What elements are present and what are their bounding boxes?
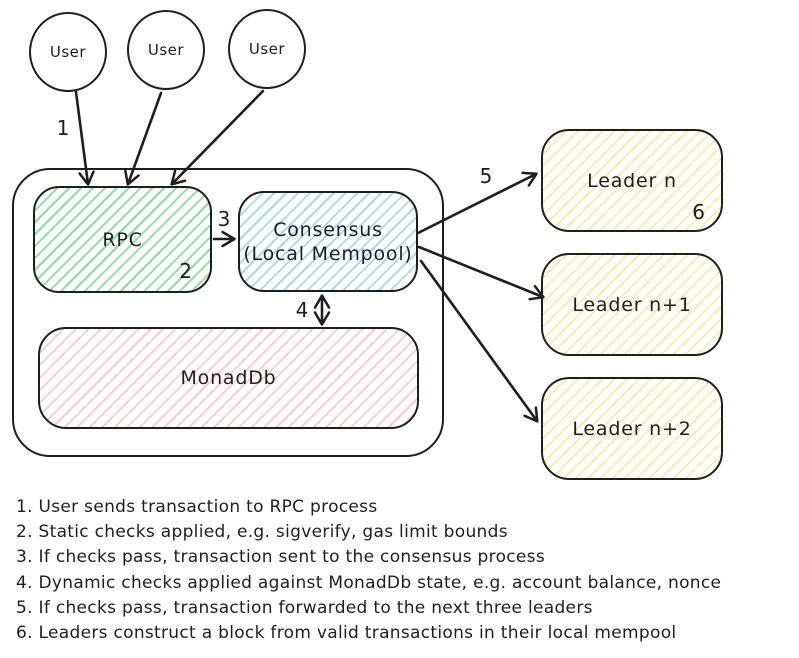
monaddb-label: MonadDb [180,367,277,389]
step-1-number: 1 [56,116,70,140]
consensus-label-line2: (Local Mempool) [243,242,413,265]
monaddb-box: MonadDb [38,327,419,429]
leader-n-plus-2-box: Leader n+2 [541,377,723,480]
step-6-number: 6 [692,200,705,224]
rpc-label: RPC [102,228,143,251]
rpc-box: RPC 2 [33,186,212,293]
consensus-label-line1: Consensus [273,218,383,241]
flow-notes-list: 1. User sends transaction to RPC process… [16,495,791,646]
step-3-number: 3 [217,207,231,231]
note-line-5: 5. If checks pass, transaction forwarded… [16,597,593,618]
leader-n-plus-1-label: Leader n+1 [572,293,692,316]
user-node-3: User [228,9,306,89]
leader-n-plus-2-label: Leader n+2 [572,417,692,440]
consensus-box: Consensus (Local Mempool) [238,191,418,292]
user-node-2: User [127,10,205,90]
note-line-4: 4. Dynamic checks applied against MonadD… [16,572,722,593]
note-line-1: 1. User sends transaction to RPC process [16,497,378,517]
note-line-3: 3. If checks pass, transaction sent to t… [16,547,545,568]
step-5-number: 5 [479,164,493,188]
leader-n-plus-1-box: Leader n+1 [541,253,723,356]
leader-n-box: Leader n 6 [541,129,723,232]
note-line-6: 6. Leaders construct a block from valid … [16,623,677,644]
user-node-1: User [29,12,107,92]
note-line-2: 2. Static checks applied, e.g. sigverify… [16,522,508,543]
step-2-number: 2 [179,259,192,283]
user-label: User [49,43,87,61]
user-label: User [248,40,286,58]
step-4-number: 4 [295,298,309,322]
user-label: User [147,41,185,59]
leader-n-label: Leader n [587,169,677,192]
